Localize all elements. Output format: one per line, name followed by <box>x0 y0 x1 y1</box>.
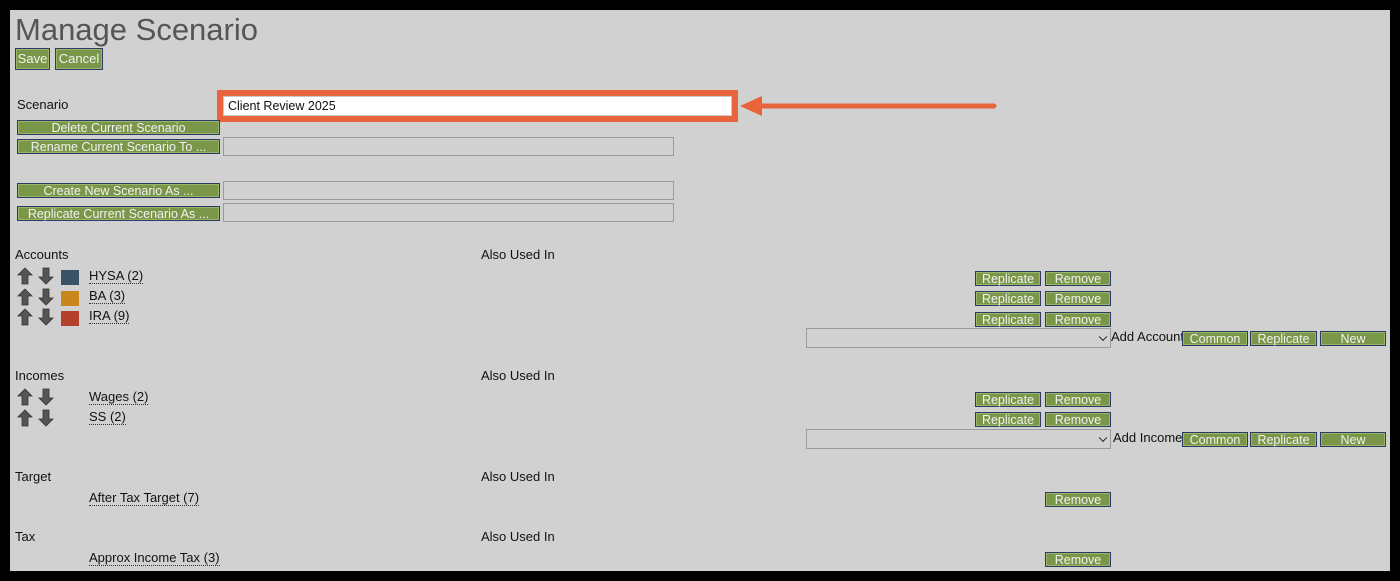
move-up-icon[interactable] <box>17 308 33 326</box>
account-color-swatch[interactable] <box>61 291 79 306</box>
move-up-icon[interactable] <box>17 409 33 427</box>
move-up-icon[interactable] <box>17 288 33 306</box>
create-scenario-button[interactable]: Create New Scenario As ... <box>17 183 220 198</box>
scenario-label: Scenario <box>17 97 69 112</box>
target-remove-button[interactable]: Remove <box>1045 492 1111 507</box>
accounts-also-used-in: Also Used In <box>481 247 555 262</box>
add-income-select[interactable] <box>806 429 1111 449</box>
move-down-icon[interactable] <box>38 409 54 427</box>
add-income-label: Add Income <box>1113 430 1183 445</box>
income-link-ss[interactable]: SS (2) <box>89 409 126 425</box>
add-account-select[interactable] <box>806 328 1111 348</box>
chevron-down-icon <box>1098 332 1108 342</box>
add-account-common-button[interactable]: Common <box>1182 331 1248 346</box>
account-replicate-button[interactable]: Replicate <box>975 291 1041 306</box>
scenario-selected-value: Client Review 2025 <box>228 99 336 113</box>
move-up-icon[interactable] <box>17 388 33 406</box>
scenario-select[interactable]: Client Review 2025 <box>223 96 732 116</box>
account-remove-button[interactable]: Remove <box>1045 271 1111 286</box>
income-remove-button[interactable]: Remove <box>1045 392 1111 407</box>
replicate-scenario-input[interactable] <box>223 203 674 222</box>
rename-scenario-button[interactable]: Rename Current Scenario To ... <box>17 139 220 154</box>
account-color-swatch[interactable] <box>61 311 79 326</box>
create-scenario-input[interactable] <box>223 181 674 200</box>
account-replicate-button[interactable]: Replicate <box>975 271 1041 286</box>
tax-also-used-in: Also Used In <box>481 529 555 544</box>
add-account-label: Add Account <box>1111 329 1184 344</box>
target-link[interactable]: After Tax Target (7) <box>89 490 200 506</box>
replicate-scenario-button[interactable]: Replicate Current Scenario As ... <box>17 206 220 221</box>
move-up-icon[interactable] <box>17 267 33 285</box>
income-replicate-button[interactable]: Replicate <box>975 392 1041 407</box>
target-also-used-in: Also Used In <box>481 469 555 484</box>
move-down-icon[interactable] <box>38 288 54 306</box>
income-link-wages[interactable]: Wages (2) <box>89 389 149 405</box>
add-account-replicate-button[interactable]: Replicate <box>1250 331 1317 346</box>
account-link-ba[interactable]: BA (3) <box>89 288 126 304</box>
add-income-replicate-button[interactable]: Replicate <box>1250 432 1317 447</box>
move-down-icon[interactable] <box>38 267 54 285</box>
income-replicate-button[interactable]: Replicate <box>975 412 1041 427</box>
save-button[interactable]: Save <box>15 48 50 70</box>
add-income-new-button[interactable]: New <box>1320 432 1386 447</box>
tax-heading: Tax <box>15 529 36 544</box>
income-remove-button[interactable]: Remove <box>1045 412 1111 427</box>
add-account-new-button[interactable]: New <box>1320 331 1386 346</box>
account-link-ira[interactable]: IRA (9) <box>89 308 130 324</box>
delete-scenario-button[interactable]: Delete Current Scenario <box>17 120 220 135</box>
account-color-swatch[interactable] <box>61 270 79 285</box>
incomes-also-used-in: Also Used In <box>481 368 555 383</box>
account-replicate-button[interactable]: Replicate <box>975 312 1041 327</box>
manage-scenario-page: Manage Scenario Save Cancel Scenario Cli… <box>10 10 1390 571</box>
add-income-common-button[interactable]: Common <box>1182 432 1248 447</box>
account-remove-button[interactable]: Remove <box>1045 312 1111 327</box>
account-remove-button[interactable]: Remove <box>1045 291 1111 306</box>
move-down-icon[interactable] <box>38 308 54 326</box>
incomes-heading: Incomes <box>15 368 65 383</box>
accounts-heading: Accounts <box>15 247 69 262</box>
target-heading: Target <box>15 469 52 484</box>
cancel-button[interactable]: Cancel <box>55 48 103 70</box>
arrow-left-icon <box>740 96 997 116</box>
tax-remove-button[interactable]: Remove <box>1045 552 1111 567</box>
account-link-hysa[interactable]: HYSA (2) <box>89 268 144 284</box>
page-title: Manage Scenario <box>15 12 258 47</box>
move-down-icon[interactable] <box>38 388 54 406</box>
tax-link[interactable]: Approx Income Tax (3) <box>89 550 220 566</box>
rename-scenario-input[interactable] <box>223 137 674 156</box>
chevron-down-icon <box>1098 433 1108 443</box>
